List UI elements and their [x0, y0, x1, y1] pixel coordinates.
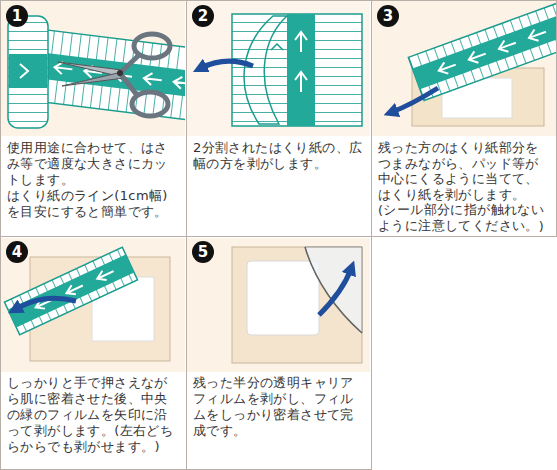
peel-center-film [4, 247, 170, 361]
peel-wide-paper [201, 14, 362, 126]
step-number: 5 [192, 241, 214, 263]
instruction-text: 残った半分の透明キャリアフィルムを剥がし、フィルムをしっかり密着させて完成です。 [193, 375, 366, 439]
step-panel: 2 2分割されたはくり紙の、広幅の方を剥がします。 [186, 0, 372, 237]
tape-and-scissors [8, 16, 185, 128]
instruction-text: (シール部分に指が触れないように注意してください。) [378, 202, 551, 233]
step-panel: 3 残った方のはくり紙部分をつまみながら、パッド等が中心にくるように当てて、はくり… [371, 0, 557, 237]
step-panel: 5 残った半分の透明キャリアフィルムを剥がし、フィルムをしっかり密着させて完成です… [186, 236, 372, 470]
step-text-block: しっかりと手で押さえながら肌に密着させた後、中央の緑のフィルムを矢印に沿って剥が… [7, 375, 181, 455]
step-panel: 1 使用用途に合わせて、はさみ等で適度な大きさにカットします。はくり紙のライン(1… [0, 0, 187, 237]
step-text-block: 残った半分の透明キャリアフィルムを剥がし、フィルムをしっかり密着させて完成です。 [193, 375, 366, 439]
instruction-text: 残った方のはくり紙部分をつまみながら、パッド等が中心にくるように当てて、はくり紙… [378, 140, 551, 202]
instruction-text: はくり紙のライン(1cm幅)を目安にすると簡単です。 [7, 188, 181, 220]
step-number: 4 [6, 241, 28, 263]
step-number: 2 [192, 5, 214, 27]
step-text-block: 残った方のはくり紙部分をつまみながら、パッド等が中心にくるように当てて、はくり紙… [378, 140, 551, 233]
step-panel: 4 しっかりと手で押さえながら肌に密着させた後、中央の緑のフィルムを矢印に沿って剥… [0, 236, 187, 470]
place-on-pad [392, 3, 557, 126]
step-number: 3 [377, 5, 399, 27]
instruction-text: 2分割されたはくり紙の、広幅の方を剥がします。 [193, 140, 366, 172]
peel-carrier-film [232, 247, 362, 363]
step-number: 1 [6, 5, 28, 27]
instruction-text: しっかりと手で押さえながら肌に密着させた後、中央の緑のフィルムを矢印に沿って剥が… [7, 375, 181, 455]
step-text-block: 使用用途に合わせて、はさみ等で適度な大きさにカットします。はくり紙のライン(1c… [7, 140, 181, 220]
step-text-block: 2分割されたはくり紙の、広幅の方を剥がします。 [193, 140, 366, 172]
instruction-text: 使用用途に合わせて、はさみ等で適度な大きさにカットします。 [7, 140, 181, 188]
